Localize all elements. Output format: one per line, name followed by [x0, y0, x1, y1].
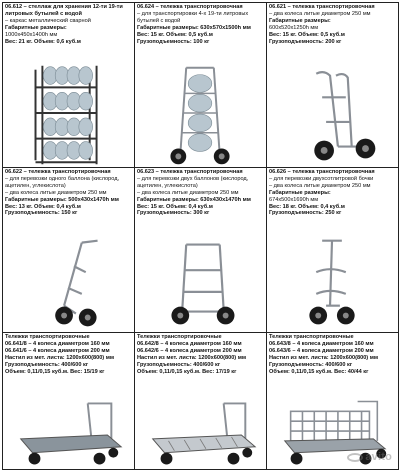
product-card-06624: 06.624 – тележка транспортировочная – дл… [134, 2, 267, 168]
capacity-line: Грузоподъемность: 400/600 кг [269, 361, 353, 368]
product-line: Настил из мет. листа: 1200х600(800) мм [269, 354, 378, 361]
product-line: 06.641/8 – 4 колеса диаметром 160 мм [5, 340, 110, 347]
product-line: – для перевозки двухсотлитровой бочки [269, 175, 374, 182]
product-title: 06.622 – тележка транспортировочная [5, 169, 111, 175]
sizes-value: 500х430х1470h мм [68, 196, 119, 203]
single-cylinder-cart-illustration [3, 236, 134, 332]
weight-line: Объем: 0,11/0,15 куб.м. Вес: 40/44 кг [269, 368, 369, 375]
weight-line: Вес: 15 кг. Объем: 0,4 куб.м [137, 203, 213, 210]
sizes-title: Габаритные размеры: [5, 196, 67, 203]
product-description: 06.623 – тележка транспортировочная – дл… [135, 168, 266, 217]
sizes-title: Габаритные размеры: [137, 196, 199, 203]
weight-line: Вес: 15 кг. Объем: 0,5 куб.м [137, 31, 213, 38]
product-description: Тележки транспортировочные 06.643/8 – 4 … [267, 333, 398, 375]
platform-cart-illustration [3, 397, 134, 469]
product-description: 06.622 – тележка транспортировочная – дл… [3, 168, 134, 217]
capacity-line: Грузоподъемность: 400/600 кг [137, 361, 221, 368]
product-description: Тележки транспортировочные 06.642/8 – 4 … [135, 333, 266, 375]
product-title: Тележки транспортировочные [5, 334, 90, 340]
capacity-line: Грузоподъемность: 200 кг [269, 38, 342, 45]
product-description: 06.626 – тележка транспортировочная – дл… [267, 168, 398, 217]
capacity-line: Грузоподъемность: 100 кг [137, 38, 210, 45]
product-line: – каркас металлический сварной [5, 17, 91, 24]
product-line: – для перевозки одного баллона (кислород… [5, 175, 120, 189]
product-card-06623: 06.623 – тележка транспортировочная – дл… [134, 167, 267, 333]
product-description: 06.621 – тележка транспортировочная – дв… [267, 3, 398, 45]
bottle-cart-illustration [135, 65, 266, 167]
sizes-title: Габаритные размеры: [5, 24, 67, 31]
product-line: – для транспортировки 4-х 19-ти литровых… [137, 10, 249, 24]
bottle-rack-illustration [3, 61, 134, 167]
weight-line: Объем: 0,11/0,15 куб.м. Вес: 15/19 кг [5, 368, 105, 375]
product-line: 06.641/6 – 4 колеса диаметром 200 мм [5, 347, 110, 354]
capacity-line: Грузоподъемность: 150 кг [5, 210, 78, 217]
product-card-06621: 06.621 – тележка транспортировочная – дв… [266, 2, 399, 168]
product-card-06641: Тележки транспортировочные 06.641/8 – 4 … [2, 332, 135, 470]
weight-line: Вес: 21 кг. Объем: 0,6 куб.м [5, 38, 81, 45]
product-line: – два колеса литые диаметром 250 мм [137, 189, 239, 196]
sizes-value: 600х520х1250h мм [269, 24, 319, 31]
capacity-line: Грузоподъемность: 400/600 кг [5, 361, 89, 368]
product-line: – два колеса литые диаметром 250 мм [5, 189, 107, 196]
product-line: 06.642/6 – 4 колеса диаметром 200 мм [137, 347, 242, 354]
sizes-value: 630х430х1470h мм [200, 196, 251, 203]
product-line: 06.643/8 – 4 колеса диаметром 160 мм [269, 340, 374, 347]
product-title: 06.621 – тележка транспортировочная [269, 4, 375, 10]
product-line: 06.642/8 – 4 колеса диаметром 160 мм [137, 340, 242, 347]
capacity-line: Грузоподъемность: 300 кг [137, 210, 210, 217]
product-line: – два колеса литые диаметром 250 мм [269, 10, 371, 17]
product-description: Тележки транспортировочные 06.641/8 – 4 … [3, 333, 134, 375]
sizes-value: 630х570х1500h мм [200, 24, 251, 31]
sizes-title: Габаритные размеры: [269, 17, 331, 24]
weight-line: Вес: 13 кг. Объем: 0,4 куб.м [5, 203, 81, 210]
sizes-title: Габаритные размеры: [137, 24, 199, 31]
product-title: 06.623 – тележка транспортировочная [137, 169, 243, 175]
weight-line: Вес: 18 кг. Объем: 0,4 куб.м [269, 203, 345, 210]
watermark-text: avito [365, 451, 392, 463]
avito-logo-icon [347, 452, 364, 462]
sizes-value: 1000х450х1400h мм [5, 31, 58, 38]
product-card-06622: 06.622 – тележка транспортировочная – дл… [2, 167, 135, 333]
product-line: 06.643/6 – 4 колеса диаметром 200 мм [269, 347, 374, 354]
product-description: 06.624 – тележка транспортировочная – дл… [135, 3, 266, 45]
slatted-platform-cart-illustration [135, 397, 266, 469]
sizes-title: Габаритные размеры: [269, 189, 331, 196]
double-cylinder-cart-illustration [135, 236, 266, 332]
product-card-06612: 06.612 – стеллаж для хранения 12-ти 19-т… [2, 2, 135, 168]
product-card-06642: Тележки транспортировочные 06.642/8 – 4 … [134, 332, 267, 470]
product-title: 06.624 – тележка транспортировочная [137, 4, 243, 10]
sizes-value: 674х500х1690h мм [269, 196, 319, 203]
product-line: Настил из мет. листа: 1200х600(800) мм [137, 354, 246, 361]
product-card-06626: 06.626 – тележка транспортировочная – дл… [266, 167, 399, 333]
product-line: – два колеса литые диаметром 250 мм [269, 182, 371, 189]
product-description: 06.612 – стеллаж для хранения 12-ти 19-т… [3, 3, 134, 45]
product-title: 06.612 – стеллаж для хранения 12-ти 19-т… [5, 4, 123, 17]
product-line: – для перевозки двух баллонов (кислород,… [137, 175, 249, 189]
barrel-cart-illustration [267, 236, 398, 332]
product-card-06643: Тележки транспортировочные 06.643/8 – 4 … [266, 332, 399, 470]
product-line: Настил из мет. листа: 1200х600(800) мм [5, 354, 114, 361]
product-title: Тележки транспортировочные [269, 334, 354, 340]
weight-line: Вес: 15 кг. Объем: 0,5 куб.м [269, 31, 345, 38]
capacity-line: Грузоподъемность: 250 кг [269, 210, 342, 217]
avito-watermark: avito [347, 451, 392, 463]
product-title: Тележки транспортировочные [137, 334, 222, 340]
product-title: 06.626 – тележка транспортировочная [269, 169, 375, 175]
mesh-cage-cart-illustration [267, 397, 398, 469]
weight-line: Объем: 0,11/0,15 куб.м. Вес: 17/19 кг [137, 368, 237, 375]
hand-truck-illustration [267, 67, 398, 167]
